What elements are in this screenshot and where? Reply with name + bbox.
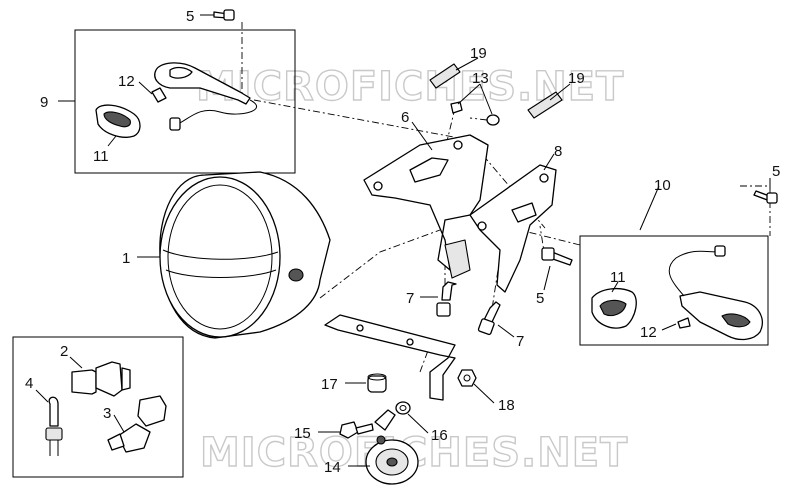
washer bbox=[395, 401, 411, 415]
callout-11-left: 11 bbox=[93, 148, 109, 165]
rubber-pad-left bbox=[429, 63, 461, 89]
screw-top-left bbox=[213, 9, 235, 21]
spacer-bushing bbox=[367, 373, 387, 393]
horn bbox=[365, 409, 419, 485]
screw-bracket-right bbox=[477, 301, 501, 336]
callout-10: 10 bbox=[654, 177, 671, 194]
headlight-bracket-right bbox=[469, 164, 557, 293]
callout-3: 3 bbox=[103, 405, 111, 422]
watermark-top: MICROFICHES.NET bbox=[196, 64, 624, 110]
leader-lines bbox=[35, 14, 771, 467]
callout-9: 9 bbox=[40, 94, 48, 111]
headlight-housing bbox=[159, 171, 331, 339]
screw-top-right bbox=[753, 190, 778, 204]
callout-8: 8 bbox=[554, 143, 562, 160]
callout-15: 15 bbox=[294, 425, 311, 442]
callout-17: 17 bbox=[321, 376, 338, 393]
right-indicator-lens bbox=[591, 287, 637, 329]
halogen-bulb-h4 bbox=[71, 361, 131, 397]
callout-18: 18 bbox=[498, 397, 515, 414]
callout-4: 4 bbox=[25, 375, 33, 392]
headlight-bracket-left bbox=[363, 134, 489, 279]
group-box-bulbs bbox=[12, 336, 184, 478]
grommet-left bbox=[450, 101, 463, 114]
callout-12-left: 12 bbox=[118, 73, 135, 90]
callout-16: 16 bbox=[431, 427, 448, 444]
callout-2: 2 bbox=[60, 343, 68, 360]
left-indicator bbox=[154, 62, 258, 131]
callout-13: 13 bbox=[472, 70, 489, 87]
nut bbox=[457, 369, 477, 387]
group-box-right-indicator bbox=[579, 235, 769, 346]
screw-right-bracket bbox=[541, 247, 573, 266]
right-indicator-bulb bbox=[677, 317, 691, 329]
callout-12-right: 12 bbox=[640, 324, 657, 341]
callout-1: 1 bbox=[122, 250, 130, 267]
callout-7-left: 7 bbox=[406, 290, 414, 307]
mounting-plate bbox=[324, 314, 456, 401]
rubber-pad-right bbox=[527, 91, 563, 119]
parking-bulb bbox=[45, 396, 63, 456]
screw-bracket-left bbox=[436, 281, 457, 317]
halogen-bulb-h1 bbox=[107, 395, 167, 453]
callout-labels: 5 9 12 11 1 2 4 3 6 19 13 19 8 10 5 5 11… bbox=[25, 8, 780, 476]
callout-5-mid: 5 bbox=[536, 290, 544, 307]
callout-7-right: 7 bbox=[516, 333, 524, 350]
callout-5-top: 5 bbox=[186, 8, 194, 25]
left-indicator-lens bbox=[95, 104, 141, 138]
callout-19-left: 19 bbox=[470, 45, 487, 62]
callout-6: 6 bbox=[401, 109, 409, 126]
callout-11-right: 11 bbox=[610, 269, 626, 286]
screw-horn bbox=[339, 421, 374, 439]
callout-5-right: 5 bbox=[772, 163, 780, 180]
callout-19-right: 19 bbox=[568, 70, 585, 87]
right-indicator bbox=[668, 245, 763, 341]
callout-14: 14 bbox=[324, 459, 341, 476]
left-indicator-bulb bbox=[151, 87, 167, 103]
grommet-right bbox=[486, 114, 500, 126]
